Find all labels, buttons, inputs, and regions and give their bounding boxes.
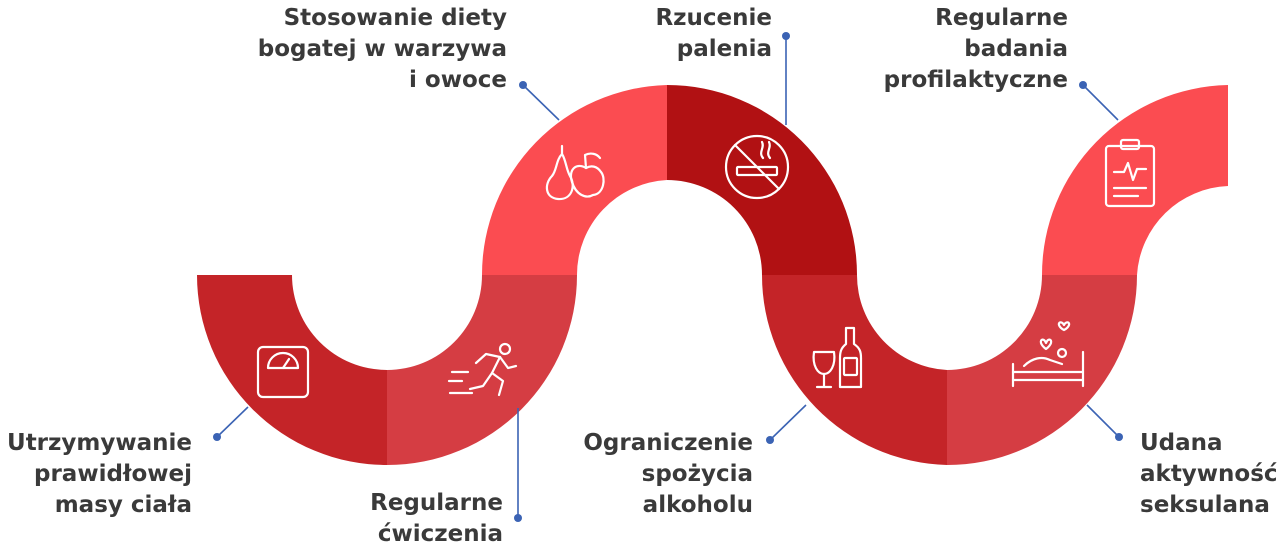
connector-dots [213,32,1123,522]
label-line: seksulana [1140,492,1270,518]
dot-smoking [782,32,790,40]
dot-checkups [1079,81,1087,89]
bed-hearts-icon [1011,321,1085,388]
connector-sexual-activity [1086,404,1120,438]
connectors [216,36,1120,518]
label-line: Regularne [370,490,503,516]
label-line: palenia [676,36,772,62]
connector-checkups [1082,84,1119,121]
label-body-weight: Utrzymywanie prawidłowej masy ciała [0,428,192,521]
label-exercise: Regularne ćwiczenia [300,488,503,550]
label-smoking: Rzucenie palenia [600,3,772,65]
label-line: Ograniczenie [583,430,753,456]
segment-smoking [667,85,857,275]
label-line: prawidłowej [34,461,192,487]
scale-icon [256,345,310,399]
dot-diet [519,81,527,89]
running-person-icon [447,342,518,397]
medical-clipboard-icon [1104,138,1156,208]
dot-exercise [514,514,522,522]
label-line: badania [964,36,1068,62]
dot-sexual-activity [1115,433,1123,441]
label-checkups: Regularne badania profilaktyczne [840,3,1068,96]
label-line: profilaktyczne [883,67,1068,93]
label-line: bogatej w warzywa [257,36,507,62]
label-line: alkoholu [642,492,753,518]
label-line: ćwiczenia [377,521,503,547]
connector-diet [522,84,560,121]
label-line: Regularne [935,5,1068,31]
label-line: Udana [1140,430,1223,456]
segment-sexual-activity [947,275,1137,465]
label-sexual-activity: Udana aktywność seksulana [1140,428,1278,521]
label-diet: Stosowanie diety bogatej w warzywa i owo… [200,3,507,96]
segment-exercise [387,275,577,465]
label-line: i owoce [409,67,507,93]
connector-alcohol [769,404,807,441]
segment-alcohol [762,275,947,465]
pear-apple-icon [545,144,605,201]
label-alcohol: Ograniczenie spożycia alkoholu [560,428,753,521]
label-line: Utrzymywanie [7,430,192,456]
dot-body-weight [213,433,221,441]
label-line: masy ciała [54,492,192,518]
label-line: aktywność [1140,461,1278,487]
label-line: Rzucenie [655,5,772,31]
label-line: spożycia [641,461,753,487]
segment-checkups [1042,85,1228,275]
segment-body-weight [197,275,387,465]
label-line: Stosowanie diety [283,5,507,31]
segment-diet [482,85,667,275]
no-smoking-icon [724,134,790,200]
connector-body-weight [216,406,249,438]
wine-bottle-glass-icon [812,326,863,389]
dot-alcohol [766,436,774,444]
